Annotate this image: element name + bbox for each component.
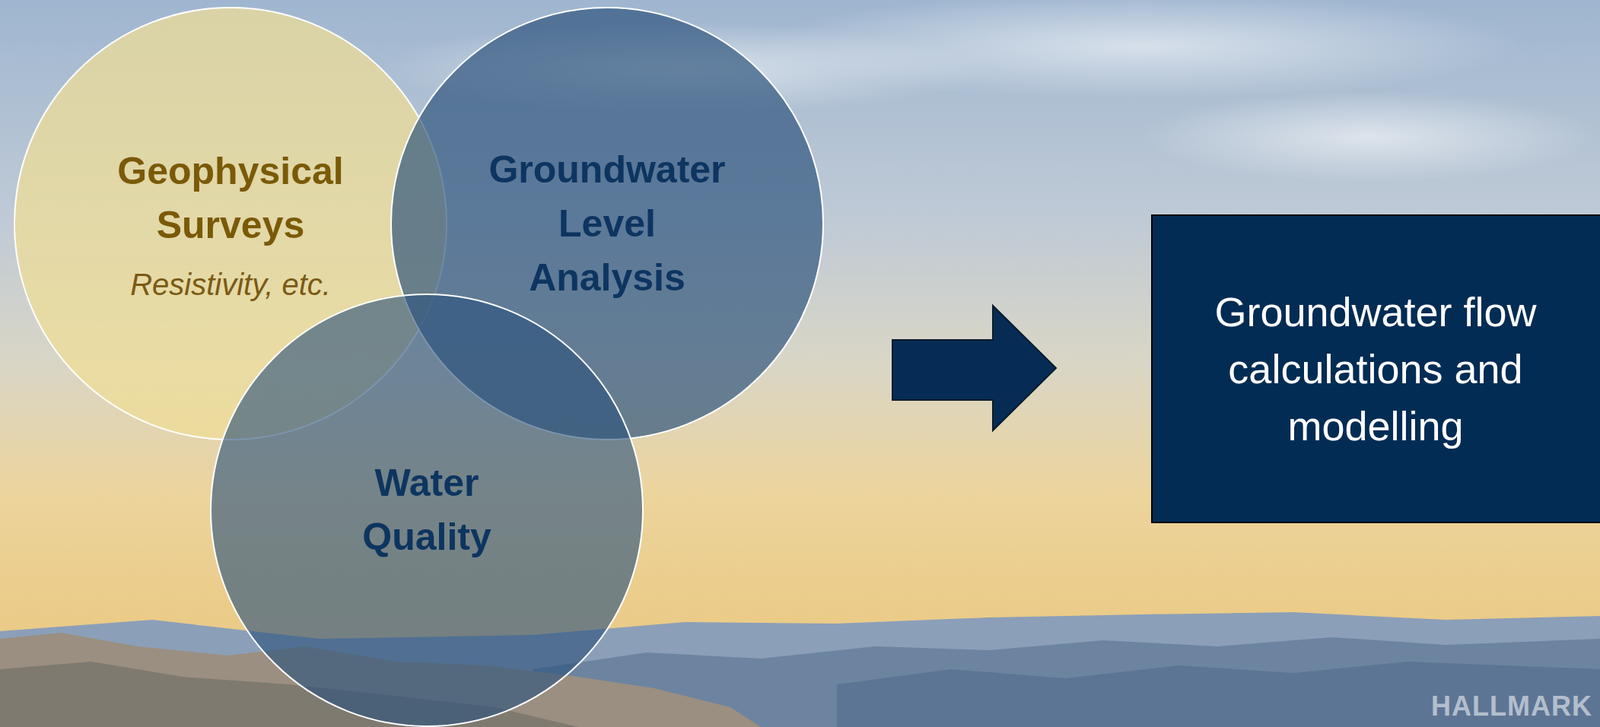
circle-title: Groundwater Level Analysis <box>488 143 726 306</box>
box-shape <box>1151 215 1600 523</box>
circle-subtitle: Resistivity, etc. <box>130 266 331 303</box>
box-text: Groundwater flow calculations and modell… <box>1192 283 1559 455</box>
circle-title: Water Quality <box>362 456 491 565</box>
circle-outline <box>209 293 644 727</box>
watermark: HALLMARK <box>1431 690 1593 723</box>
circle-shape <box>210 294 643 727</box>
result-box: Groundwater flow calculations and modell… <box>1151 214 1600 524</box>
circle-title: Geophysical Surveys <box>117 144 344 253</box>
venn-circle: Water Quality <box>209 293 644 727</box>
block-arrow-shape <box>892 305 1057 431</box>
